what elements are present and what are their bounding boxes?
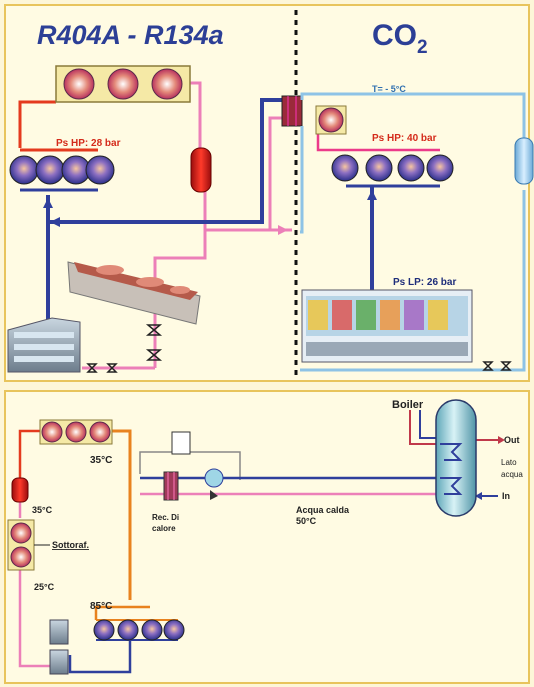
- title-r404a-r134a: R404A - R134a: [37, 20, 224, 50]
- heat-recovery-unit: [164, 432, 223, 500]
- display-cases-bottom: [50, 620, 68, 674]
- display-case-left: [8, 318, 80, 372]
- hp-label-left: Ps HP: 28 bar: [56, 138, 121, 149]
- hp-label-right: Ps HP: 40 bar: [372, 133, 437, 144]
- meat-counter: [68, 262, 200, 324]
- valves-left: [88, 325, 160, 372]
- cascade-exchanger: [282, 96, 302, 126]
- bottom-piping: [20, 410, 505, 672]
- receiver-co2: [515, 138, 533, 184]
- in-label: In: [502, 491, 510, 501]
- receiver-left: [191, 148, 211, 192]
- lp-label-right: Ps LP: 26 bar: [393, 277, 456, 288]
- lato-label-line2: acqua: [501, 470, 523, 479]
- freezer-display-case: [302, 290, 472, 362]
- out-label: Out: [504, 435, 520, 445]
- temp-label-co2: T= - 5°C: [372, 84, 406, 94]
- rec-label-line1: Rec. Di: [152, 513, 179, 522]
- compressors-left: [10, 150, 114, 190]
- receiver-bottom: [12, 478, 28, 502]
- temp-35-left: 35°C: [32, 505, 53, 515]
- condenser-left: [56, 66, 190, 102]
- compressors-right: [332, 155, 453, 181]
- temp-85: 85°C: [90, 601, 112, 612]
- boiler-label: Boiler: [392, 399, 424, 411]
- acqua-label-line1: Acqua calda: [296, 505, 350, 515]
- boiler-tank: [436, 400, 476, 516]
- temp-25: 25°C: [34, 582, 55, 592]
- rec-label-line2: calore: [152, 524, 176, 533]
- sottoraf-label: Sottoraf.: [52, 540, 89, 550]
- title-co2: CO2: [372, 19, 428, 58]
- condenser-bottom: [40, 420, 112, 444]
- acqua-label-line2: 50°C: [296, 516, 317, 526]
- gas-cooler-fan: [316, 106, 346, 134]
- temp-35-top: 35°C: [90, 455, 112, 466]
- subcooler: [8, 520, 34, 570]
- compressors-bottom: [94, 620, 184, 640]
- lato-label-line1: Lato: [501, 458, 517, 467]
